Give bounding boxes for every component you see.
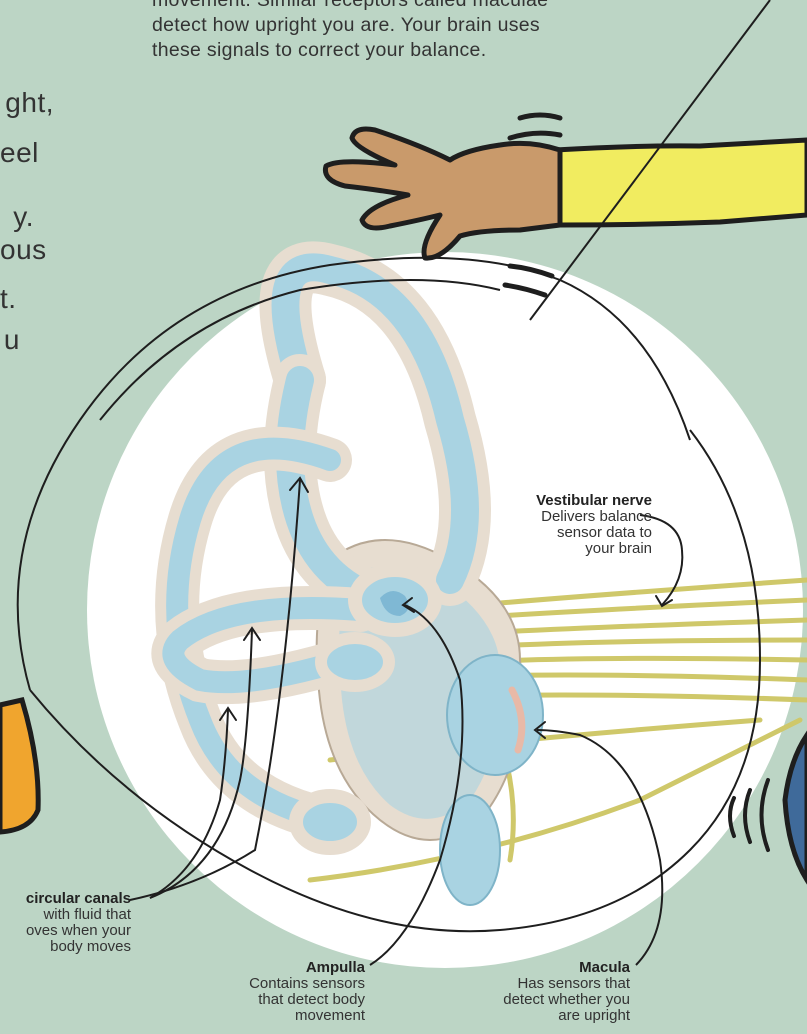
label-line: sensor data to	[480, 525, 652, 541]
label-line: that detect body	[200, 992, 365, 1008]
label-ampulla: Ampulla Contains sensors that detect bod…	[200, 960, 365, 1024]
ampulla-bulge	[296, 796, 364, 848]
label-line: detect whether you	[460, 992, 630, 1008]
label-semicircular-canals: circular canals with fluid that oves whe…	[0, 891, 131, 955]
sleeve-shape	[555, 140, 807, 225]
label-title: circular canals	[0, 891, 131, 907]
label-line: Delivers balance	[480, 509, 652, 525]
label-line: body moves	[0, 939, 131, 955]
label-vestibular-nerve: Vestibular nerve Delivers balance sensor…	[480, 493, 652, 557]
label-line: your brain	[480, 541, 652, 557]
label-title: Vestibular nerve	[480, 493, 652, 509]
motion-line	[745, 790, 750, 842]
blue-character-shape	[785, 735, 807, 880]
ampulla-bulge	[321, 638, 389, 686]
label-macula: Macula Has sensors that detect whether y…	[460, 960, 630, 1024]
motion-line	[520, 115, 560, 118]
label-line: oves when your	[0, 923, 131, 939]
label-line: with fluid that	[0, 907, 131, 923]
label-line: Has sensors that	[460, 976, 630, 992]
hand-shape	[325, 129, 560, 258]
motion-line	[762, 780, 769, 850]
saccule-shape	[440, 795, 500, 905]
motion-line	[510, 133, 560, 138]
label-title: Macula	[460, 960, 630, 976]
label-title: Ampulla	[200, 960, 365, 976]
label-line: Contains sensors	[200, 976, 365, 992]
label-line: movement	[200, 1008, 365, 1024]
label-line: are upright	[460, 1008, 630, 1024]
orange-character-shape	[0, 700, 38, 832]
